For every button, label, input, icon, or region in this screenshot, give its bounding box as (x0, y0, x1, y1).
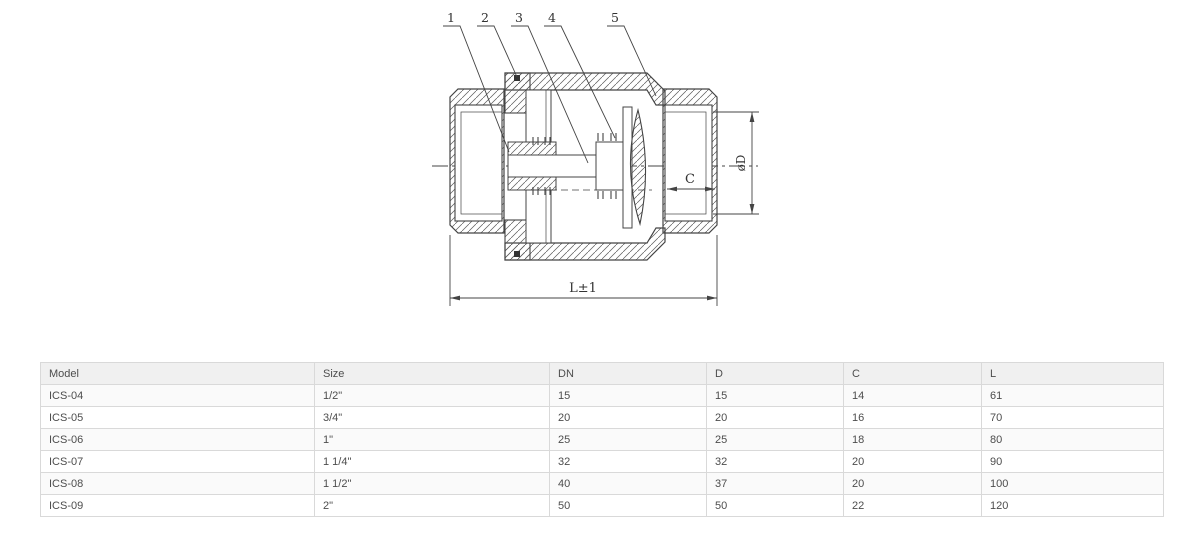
table-cell: ICS-09 (40, 494, 315, 517)
table-cell: 1" (314, 428, 550, 451)
table-cell: 15 (706, 384, 844, 407)
table-cell: 2" (314, 494, 550, 517)
table-cell: 50 (549, 494, 707, 517)
table-cell: 25 (706, 428, 844, 451)
table-cell: 80 (981, 428, 1164, 451)
bonnet-seal-top (514, 75, 520, 81)
table-cell: 32 (706, 450, 844, 473)
leader-2 (477, 25, 518, 78)
table-cell: 15 (549, 384, 707, 407)
table-cell: 50 (706, 494, 844, 517)
table-cell: 120 (981, 494, 1164, 517)
table-header-row: Model Size DN D C L (40, 362, 1164, 385)
header-model: Model (40, 362, 315, 385)
dim-label-l: L±1 (569, 281, 597, 296)
table-cell: 70 (981, 406, 1164, 429)
table-cell: 20 (706, 406, 844, 429)
valve-disc (595, 141, 624, 191)
leader-3 (511, 25, 589, 164)
part-label-5: 5 (611, 10, 619, 25)
bonnet-seal-bottom (514, 251, 520, 257)
leader-5 (607, 25, 657, 97)
part-label-4: 4 (548, 10, 556, 25)
guide-block-bottom (507, 176, 557, 191)
table-cell: 40 (549, 472, 707, 495)
table-row: ICS-08 1 1/2" 40 37 20 100 (40, 472, 1164, 495)
guide-tube-bottom (525, 189, 552, 244)
table-cell: 90 (981, 450, 1164, 473)
table-cell: 16 (843, 406, 982, 429)
dim-label-c: C (685, 172, 695, 187)
disc-seal (629, 107, 647, 227)
header-dn: DN (549, 362, 707, 385)
header-d: D (706, 362, 844, 385)
table-row: ICS-04 1/2" 15 15 14 61 (40, 384, 1164, 407)
table-cell: 1/2" (314, 384, 550, 407)
table-cell: 20 (549, 406, 707, 429)
table-row: ICS-05 3/4" 20 20 16 70 (40, 406, 1164, 429)
part-label-2: 2 (481, 10, 489, 25)
spring-coils (532, 133, 617, 199)
table-cell: 18 (843, 428, 982, 451)
right-connector (662, 88, 718, 234)
table-cell: 22 (843, 494, 982, 517)
table-cell: ICS-04 (40, 384, 315, 407)
table-cell: 37 (706, 472, 844, 495)
table-row: ICS-09 2" 50 50 22 120 (40, 494, 1164, 517)
dimension-c (667, 186, 715, 192)
internal-mechanism (507, 89, 647, 244)
table-row: ICS-07 1 1/4" 32 32 20 90 (40, 450, 1164, 473)
dimension-d (713, 111, 759, 215)
table-cell: 3/4" (314, 406, 550, 429)
dim-label-d: øD (734, 155, 748, 172)
valve-drawing-svg: 1 2 3 4 5 C øD L±1 (432, 10, 759, 306)
left-port-thread (460, 111, 503, 215)
valve-stem (507, 154, 598, 178)
part-label-1: 1 (447, 10, 455, 25)
table-cell: 32 (549, 450, 707, 473)
table-cell: 1 1/2" (314, 472, 550, 495)
part-label-3: 3 (515, 10, 523, 25)
leader-1 (443, 25, 510, 153)
left-port-bore (454, 104, 503, 222)
table-row: ICS-06 1" 25 25 18 80 (40, 428, 1164, 451)
header-l: L (981, 362, 1164, 385)
table-cell: 20 (843, 472, 982, 495)
table-cell: 14 (843, 384, 982, 407)
valve-technical-drawing: 1 2 3 4 5 C øD L±1 (432, 10, 759, 306)
guide-tube-top (525, 89, 552, 143)
table-cell: 25 (549, 428, 707, 451)
spec-table: Model Size DN D C L ICS-04 1/2" 15 15 14… (40, 362, 1164, 517)
guide-block-top (507, 141, 557, 156)
header-size: Size (314, 362, 550, 385)
table-cell: 100 (981, 472, 1164, 495)
header-c: C (843, 362, 982, 385)
table-cell: 20 (843, 450, 982, 473)
table-cell: ICS-07 (40, 450, 315, 473)
table-cell: 1 1/4" (314, 450, 550, 473)
right-port-bore (664, 104, 713, 222)
table-cell: 61 (981, 384, 1164, 407)
table-cell: ICS-08 (40, 472, 315, 495)
right-port-thread (664, 111, 707, 215)
part-leaders (443, 25, 657, 164)
dimension-l (449, 235, 718, 306)
table-cell: ICS-06 (40, 428, 315, 451)
table-cell: ICS-05 (40, 406, 315, 429)
leader-4 (544, 25, 616, 139)
left-connector (449, 88, 505, 234)
